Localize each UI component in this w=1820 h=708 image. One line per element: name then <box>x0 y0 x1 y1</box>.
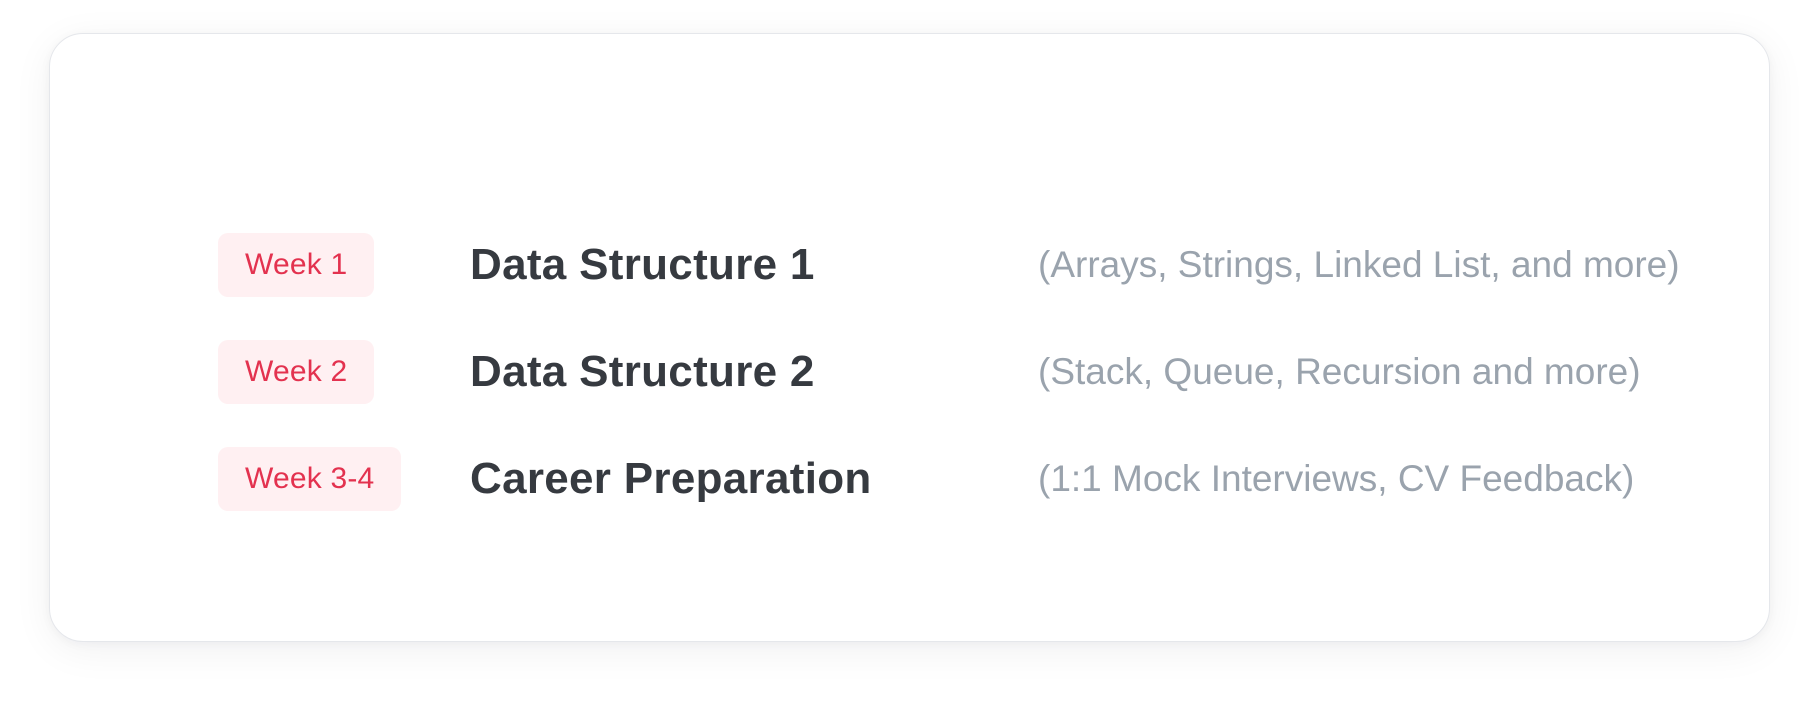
module-details: (Arrays, Strings, Linked List, and more) <box>1038 244 1680 285</box>
module-title: Data Structure 1 <box>470 240 815 289</box>
module-details: (1:1 Mock Interviews, CV Feedback) <box>1038 458 1635 499</box>
week-badge: Week 1 <box>218 233 375 297</box>
module-title: Career Preparation <box>470 454 872 503</box>
schedule-row-week-1: Week 1 Data Structure 1 (Arrays, Strings… <box>218 233 1758 297</box>
module-details: (Stack, Queue, Recursion and more) <box>1038 351 1641 392</box>
schedule-row-week-2: Week 2 Data Structure 2 (Stack, Queue, R… <box>218 340 1758 404</box>
curriculum-card: Week 1 Data Structure 1 (Arrays, Strings… <box>49 33 1770 642</box>
schedule-row-week-3-4: Week 3-4 Career Preparation (1:1 Mock In… <box>218 447 1758 511</box>
module-title: Data Structure 2 <box>470 347 815 396</box>
week-badge: Week 2 <box>218 340 375 404</box>
week-badge: Week 3-4 <box>218 447 402 511</box>
